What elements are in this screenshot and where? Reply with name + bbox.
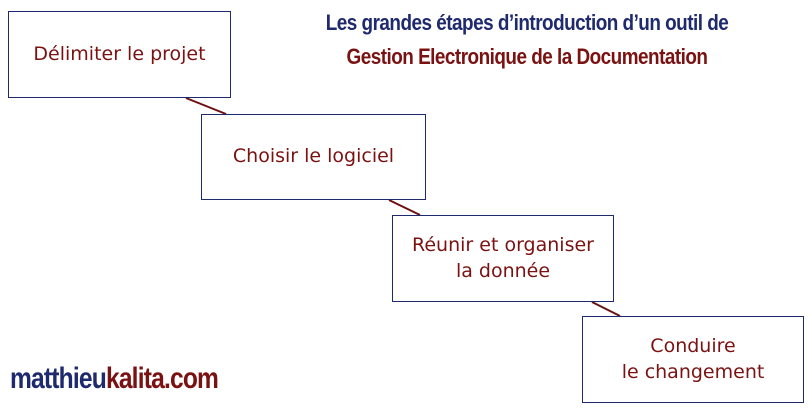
step-label: Réunir et organiser la donnée [412, 233, 594, 282]
step-label: Choisir le logiciel [232, 145, 395, 168]
step-box-choisir: Choisir le logiciel [201, 114, 426, 200]
step-label: Conduire le changement [621, 334, 765, 383]
brand-part1: matthieu [10, 362, 107, 395]
step-box-reunir: Réunir et organiser la donnée [392, 215, 614, 302]
connector-3-4 [591, 301, 621, 317]
step-label: Délimiter le projet [33, 42, 206, 65]
connector-2-3 [388, 199, 421, 216]
step-box-conduire: Conduire le changement [582, 316, 804, 403]
diagram-title-line2: Gestion Electronique de la Documentation [346, 44, 708, 69]
connector-1-2 [185, 97, 227, 115]
brand-watermark: matthieukalita.com [10, 362, 219, 396]
step-box-delimiter: Délimiter le projet [8, 11, 231, 98]
diagram-title-line1: Les grandes étapes d’introduction d’un o… [325, 10, 729, 35]
brand-part2: kalita.com [105, 362, 219, 395]
